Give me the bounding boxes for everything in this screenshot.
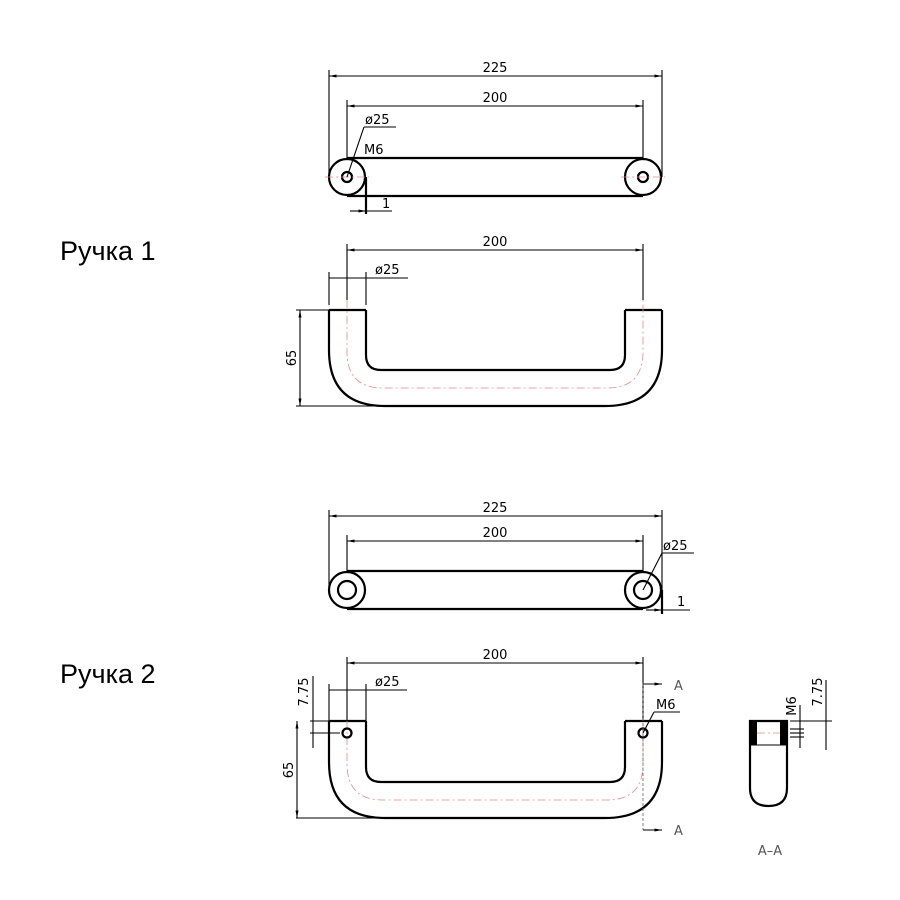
section-line: A A [642, 679, 683, 839]
dim-diameter: ø25 [365, 113, 390, 128]
dim-diameter: ø25 [375, 675, 400, 690]
handle2-top-view: 225 200 ø25 1 [327, 501, 694, 614]
handle2-title: Ручка 2 [60, 659, 156, 689]
section-offset: 7.75 [811, 678, 826, 707]
handle1-side-view: 200 ø25 65 [285, 235, 664, 408]
dim-hole-offset: 7.75 [297, 678, 312, 707]
dim-gap: 1 [382, 197, 390, 212]
thread-label: M6 [656, 698, 676, 713]
dim-height: 65 [282, 762, 297, 779]
handle1-top-view: 225 200 ø25 M6 1 [325, 61, 665, 214]
section-thread: M6 [785, 696, 800, 716]
dim-gap: 1 [677, 595, 685, 610]
handle2-side-view: 200 ø25 7.75 65 M6 A A [282, 648, 683, 839]
dim-centers: 200 [483, 235, 508, 250]
dim-centers: 200 [483, 526, 508, 541]
dim-diameter: ø25 [663, 539, 688, 554]
section-title: A–A [758, 844, 782, 859]
section-mark-top: A [674, 679, 683, 694]
dim-overall: 225 [483, 61, 508, 76]
dim-height: 65 [285, 350, 300, 367]
section-a-a: M6 7.75 A–A [748, 678, 832, 859]
dim-centers: 200 [483, 91, 508, 106]
dim-overall: 225 [483, 501, 508, 516]
dim-diameter: ø25 [375, 263, 400, 278]
section-mark-bottom: A [674, 824, 683, 839]
dim-centers: 200 [483, 648, 508, 663]
handle1-title: Ручка 1 [60, 236, 156, 266]
thread-label: M6 [364, 143, 384, 158]
